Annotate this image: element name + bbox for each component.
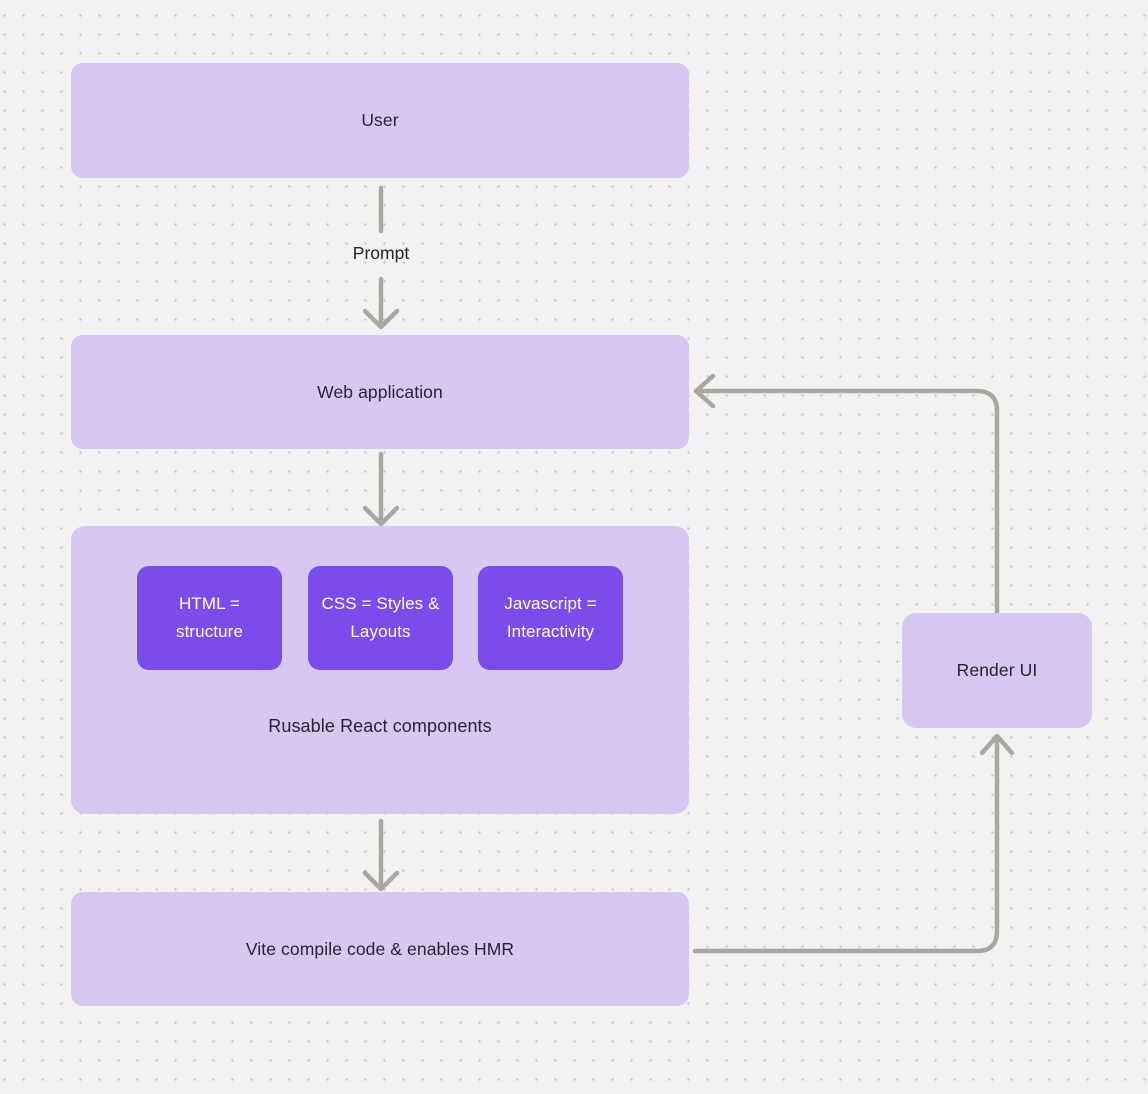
arrowhead-down-vite (362, 870, 400, 892)
chip-html-label: HTML = structure (175, 594, 244, 641)
arrowhead-up-render (979, 733, 1015, 756)
chip-javascript[interactable]: Javascript = Interactivity (478, 566, 623, 670)
node-vite[interactable]: Vite compile code & enables HMR (71, 892, 689, 1006)
node-render-ui[interactable]: Render UI (902, 613, 1092, 728)
chip-html[interactable]: HTML = structure (137, 566, 282, 670)
node-web-application-label: Web application (317, 381, 443, 402)
node-web-application[interactable]: Web application (71, 335, 689, 449)
node-components-group[interactable]: HTML = structure CSS = Styles & Layouts … (71, 526, 689, 814)
edge-vite-to-render (692, 737, 1000, 954)
node-vite-label: Vite compile code & enables HMR (245, 938, 515, 959)
components-group-label: Rusable React components (268, 716, 492, 736)
node-user[interactable]: User (71, 63, 689, 178)
chip-css-label: CSS = Styles & Layouts (321, 594, 440, 641)
arrowhead-down-components (362, 505, 400, 527)
edge-label-prompt: Prompt (352, 243, 410, 263)
node-render-ui-label: Render UI (956, 660, 1038, 680)
arrowhead-left-webapp (693, 373, 716, 409)
chip-javascript-label: Javascript = Interactivity (504, 594, 597, 641)
chip-css[interactable]: CSS = Styles & Layouts (308, 566, 453, 670)
arrowhead-down-webapp (362, 308, 400, 330)
node-user-label: User (361, 110, 399, 130)
edge-render-to-webapp (698, 388, 1000, 616)
